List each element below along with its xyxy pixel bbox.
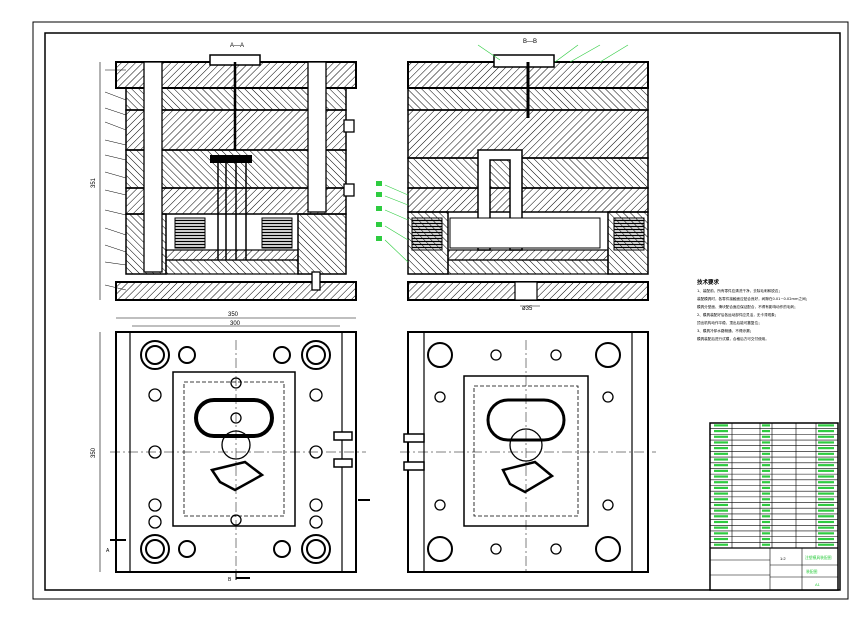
drawing-material: 装配图 — [806, 569, 818, 574]
parts-cell-mark — [818, 498, 834, 501]
parts-cell-mark — [714, 526, 728, 529]
notes-line-3: 模具分型面、滑块配合面应保证配合，不得有影响动作的毛刺； — [697, 304, 798, 309]
parts-cell-mark — [818, 515, 834, 518]
dim-bottom-bb: ø35 — [522, 306, 533, 312]
parts-cell-mark — [762, 464, 770, 467]
parts-cell-mark — [714, 543, 728, 546]
parts-cell-mark — [714, 475, 728, 478]
parts-cell-mark — [762, 503, 770, 507]
parts-cell-mark — [818, 429, 834, 433]
parts-cell-mark — [714, 447, 728, 450]
parts-cell-mark — [714, 537, 728, 541]
parts-cell-mark — [762, 452, 770, 455]
parts-cell-mark — [818, 481, 834, 484]
parts-cell-mark — [714, 452, 728, 455]
notes-line-2: 装配模具时，各零件接触面应贴合良好，间隙在0.01~0.02mm之间； — [697, 296, 809, 301]
parts-cell-mark — [714, 515, 728, 518]
dim-side-left: 350 — [91, 447, 97, 458]
title-block: 注塑模具装配图 装配图 1:2 A1 — [709, 422, 839, 591]
parts-cell-mark — [714, 481, 728, 484]
parts-cell-mark — [714, 424, 728, 427]
notes-line-5: 顶出机构动作平稳，顶出后能可靠复位； — [697, 320, 762, 325]
parts-cell-mark — [762, 526, 770, 529]
parts-cell-mark — [714, 435, 728, 438]
parts-cell-mark — [762, 537, 770, 541]
parts-cell-mark — [762, 447, 770, 450]
technical-notes: 技术要求 1、装配前，所有零件应清洗干净，去除毛刺和锐边； 装配模具时，各零件接… — [697, 278, 809, 341]
notes-line-1: 1、装配前，所有零件应清洗干净，去除毛刺和锐边； — [697, 288, 782, 293]
parts-cell-mark — [762, 475, 770, 478]
parts-cell-mark — [818, 537, 834, 541]
dim-height-aa: 351 — [91, 177, 97, 188]
parts-cell-mark — [714, 532, 728, 535]
parts-cell-mark — [714, 509, 728, 512]
outer-border — [32, 21, 849, 600]
parts-cell-mark — [762, 532, 770, 535]
cut-label-b: B — [228, 577, 232, 583]
parts-cell-mark — [762, 492, 770, 495]
parts-cell-mark — [818, 543, 834, 546]
section-bb-label: B—B — [523, 39, 537, 45]
parts-cell-mark — [714, 458, 728, 461]
parts-cell-mark — [818, 526, 834, 529]
drawing-sheet: A1 — [815, 582, 821, 587]
section-bb-view: B—B ø35 — [376, 39, 649, 312]
parts-cell-mark — [818, 469, 834, 472]
parts-cell-mark — [762, 481, 770, 484]
parts-cell-mark — [818, 503, 834, 507]
dim-top-inner: 300 — [230, 321, 241, 327]
parts-cell-mark — [762, 543, 770, 546]
dim-top-outer: 350 — [228, 312, 239, 318]
parts-cell-mark — [762, 469, 770, 472]
parts-cell-mark — [762, 509, 770, 512]
parts-cell-mark — [818, 492, 834, 495]
drawing-scale: 1:2 — [780, 556, 786, 561]
notes-title: 技术要求 — [697, 278, 720, 286]
parts-cell-mark — [762, 429, 770, 433]
parts-cell-mark — [714, 429, 728, 433]
parts-cell-mark — [762, 435, 770, 438]
parts-cell-mark — [818, 475, 834, 478]
parts-cell-mark — [818, 486, 834, 489]
parts-cell-mark — [762, 486, 770, 489]
parts-cell-mark — [818, 452, 834, 455]
parts-cell-mark — [818, 424, 834, 427]
parts-cell-mark — [762, 515, 770, 518]
parts-cell-mark — [714, 492, 728, 495]
parts-cell-mark — [714, 469, 728, 472]
parts-cell-mark — [762, 498, 770, 501]
notes-line-6: 3、模具冷却水路畅通，不得渗漏； — [697, 328, 753, 333]
parts-cell-mark — [818, 435, 834, 438]
plan-left-view: 350 300 350 — [91, 312, 370, 583]
parts-cell-mark — [818, 447, 834, 450]
parts-cell-mark — [714, 520, 728, 524]
notes-line-7: 模具装配后进行试模，合格后方可交付使用。 — [697, 336, 769, 341]
parts-cell-mark — [714, 464, 728, 467]
parts-cell-mark — [762, 441, 770, 444]
drawing-name: 注塑模具装配图 — [805, 555, 832, 560]
notes-line-4: 2、模具装配好后各运动部件应灵活，无卡滞现象； — [697, 312, 778, 317]
parts-cell-mark — [818, 464, 834, 467]
parts-cell-mark — [714, 486, 728, 489]
parts-cell-mark — [714, 441, 728, 444]
parts-cell-mark — [762, 458, 770, 461]
parts-cell-mark — [818, 441, 834, 444]
parts-cell-mark — [762, 520, 770, 524]
section-aa-label: A—A — [230, 43, 244, 49]
inner-border — [44, 32, 841, 591]
section-aa-view: A—A — [91, 43, 357, 301]
parts-cell-mark — [714, 498, 728, 501]
parts-cell-mark — [762, 424, 770, 427]
cut-label-a: A — [106, 548, 110, 554]
parts-cell-mark — [818, 458, 834, 461]
plan-right-view — [400, 331, 656, 573]
parts-cell-mark — [818, 520, 834, 524]
parts-cell-mark — [818, 532, 834, 535]
parts-cell-mark — [714, 503, 728, 507]
parts-cell-mark — [818, 509, 834, 512]
